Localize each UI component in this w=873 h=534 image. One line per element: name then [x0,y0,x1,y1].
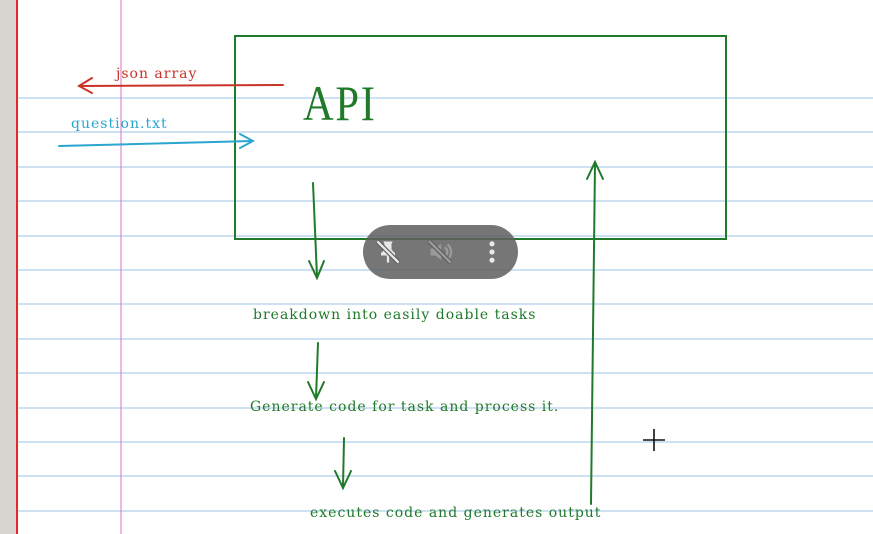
page-left-border-line [16,0,18,534]
crosshair-cursor-icon [643,429,665,451]
floating-toolbar [363,225,518,279]
generate-label: Generate code for task and process it. [250,399,560,415]
json-array-arrow [76,77,284,94]
arrow-generate-to-executes [334,437,352,491]
api-box [234,35,727,240]
more-vertical-icon [489,241,495,263]
breakdown-label: breakdown into easily doable tasks [253,307,537,323]
more-options-button[interactable] [476,236,508,268]
volume-off-icon [427,239,453,265]
question-txt-label: question.txt [71,116,168,132]
pin-off-icon [375,239,401,265]
arrow-output-to-api [586,159,604,505]
json-array-label: json array [116,66,198,82]
api-label: API [303,75,377,131]
ruled-lines [18,97,873,512]
executes-label: executes code and generates output [310,505,602,521]
arrow-api-to-breakdown [308,182,325,281]
arrow-breakdown-to-generate [307,342,325,402]
pin-off-button[interactable] [372,236,404,268]
mute-button[interactable] [424,236,456,268]
question-txt-arrow [58,133,256,149]
page-left-edge [0,0,16,534]
